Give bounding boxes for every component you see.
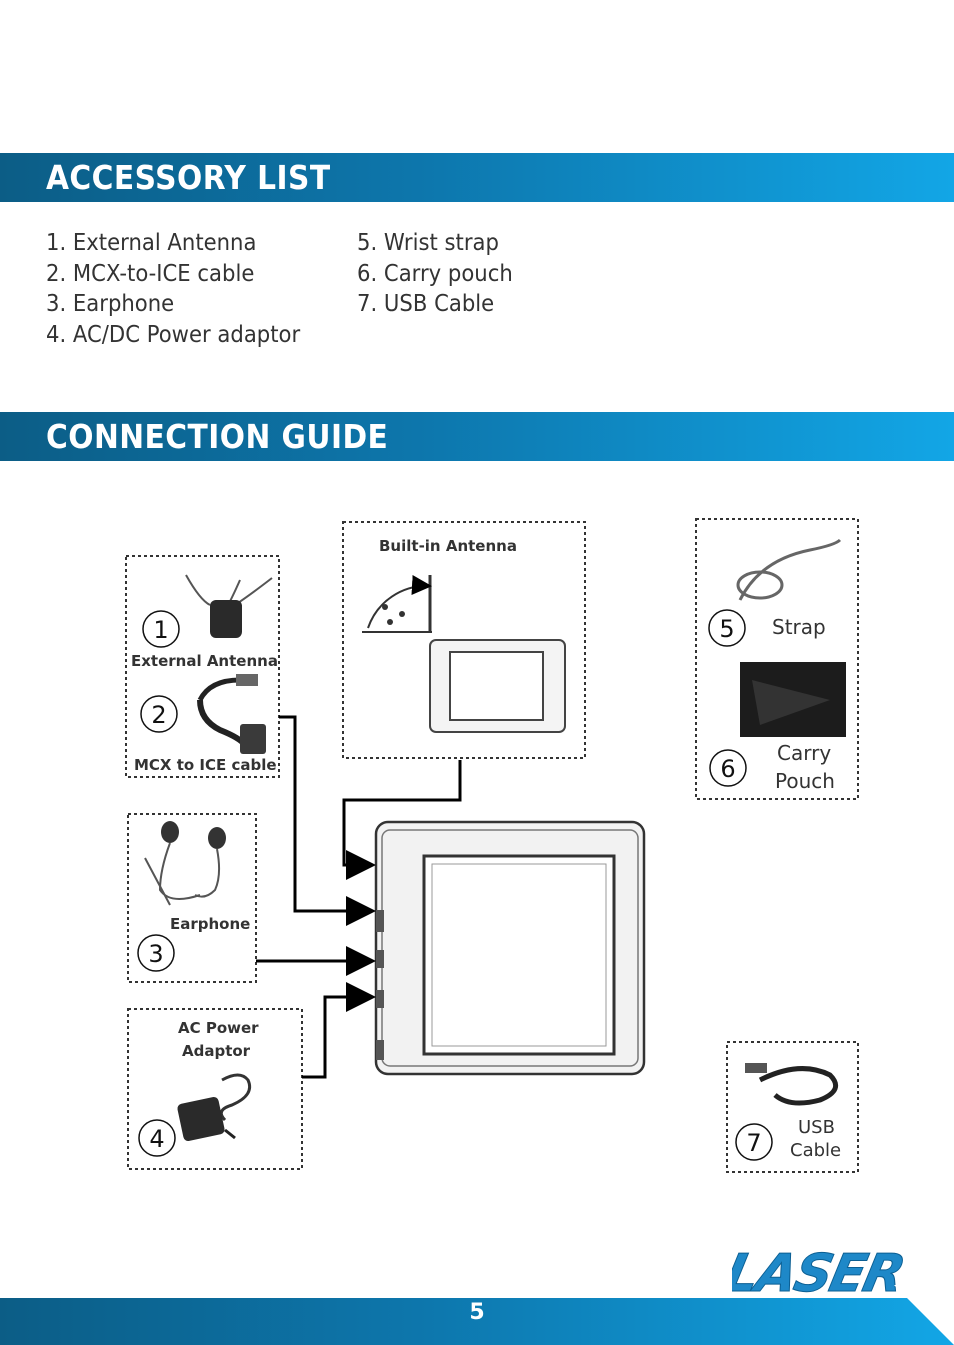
number-3: 3 <box>148 940 163 968</box>
page-number: 5 <box>469 1300 485 1325</box>
accessory-item: 4. AC/DC Power adaptor <box>46 321 301 348</box>
earphone-label: Earphone <box>170 915 250 933</box>
number-circle-7 <box>735 1123 773 1161</box>
accessory-item: 7. USB Cable <box>357 291 495 317</box>
accessory-list-column-1: 1. External Antenna 2. MCX-to-ICE cable … <box>46 228 322 350</box>
external-antenna-box: 1 External Antenna 2 MCX to ICE cable <box>125 555 280 778</box>
number-5: 5 <box>719 615 734 643</box>
antenna-rotation-icon <box>362 575 432 633</box>
earphone-box: Earphone 3 <box>127 813 257 983</box>
accessory-list-title: ACCESSORY LIST <box>46 158 331 197</box>
connection-guide-title: CONNECTION GUIDE <box>46 417 389 456</box>
number-circle-2 <box>140 695 178 733</box>
accessory-item: 3. Earphone <box>46 291 175 317</box>
strap-icon <box>736 538 842 601</box>
accessory-list-column-2: 5. Wrist strap 6. Carry pouch 7. USB Cab… <box>357 228 526 320</box>
carry-pouch-label-1: Carry <box>777 741 831 765</box>
number-1: 1 <box>153 616 168 644</box>
connection-lines <box>256 715 462 1079</box>
number-circle-5 <box>708 609 746 647</box>
mcx-cable-label: MCX to ICE cable <box>134 756 277 774</box>
strap-pouch-box: 5 Strap 6 Carry Pouch <box>695 518 859 800</box>
footer-corner-cut <box>894 1285 954 1345</box>
usb-cable-label-1: USB <box>798 1117 835 1138</box>
accessory-item: 1. External Antenna <box>46 230 257 256</box>
accessory-list-header-bar: ACCESSORY LIST <box>0 153 954 202</box>
number-circle-1 <box>142 610 180 648</box>
carry-pouch-label-2: Pouch <box>775 769 835 793</box>
built-in-antenna-box: Built-in Antenna <box>342 521 586 759</box>
built-in-antenna-label: Built-in Antenna <box>379 537 517 555</box>
number-4: 4 <box>149 1125 164 1153</box>
accessory-item: 6. Carry pouch <box>357 260 513 287</box>
connection-diagram: 1 External Antenna 2 MCX to ICE cable Bu… <box>125 518 859 1173</box>
usb-cable-box: 7 USB Cable <box>726 1041 859 1173</box>
earphone-icon <box>144 821 226 906</box>
accessory-item: 5. Wrist strap <box>357 230 499 256</box>
connection-guide-header-bar: CONNECTION GUIDE <box>0 412 954 461</box>
laser-logo: LASER <box>732 1245 909 1300</box>
strap-label: Strap <box>772 615 826 639</box>
usb-cable-icon <box>745 1063 839 1106</box>
number-circle-6 <box>709 749 747 787</box>
usb-cable-label-2: Cable <box>790 1140 841 1161</box>
number-7: 7 <box>746 1129 761 1157</box>
number-6: 6 <box>720 755 735 783</box>
main-device-icon <box>374 820 646 1076</box>
external-antenna-label: External Antenna <box>131 652 278 670</box>
device-small-icon <box>429 639 566 733</box>
mcx-cable-icon <box>197 674 266 754</box>
ac-adaptor-box: AC Power Adaptor 4 <box>127 1008 303 1170</box>
ac-adaptor-label-2: Adaptor <box>182 1042 251 1060</box>
footer-bar <box>0 1298 954 1345</box>
accessory-item: 2. MCX-to-ICE cable <box>46 260 255 287</box>
svg-text:LASER: LASER <box>732 1245 909 1300</box>
number-2: 2 <box>151 701 166 729</box>
number-circle-4 <box>138 1119 176 1157</box>
external-antenna-icon <box>185 574 273 638</box>
pouch-icon <box>740 662 846 737</box>
ac-adaptor-label-1: AC Power <box>178 1019 259 1037</box>
number-circle-3 <box>137 934 175 972</box>
ac-adaptor-icon <box>177 1073 252 1142</box>
